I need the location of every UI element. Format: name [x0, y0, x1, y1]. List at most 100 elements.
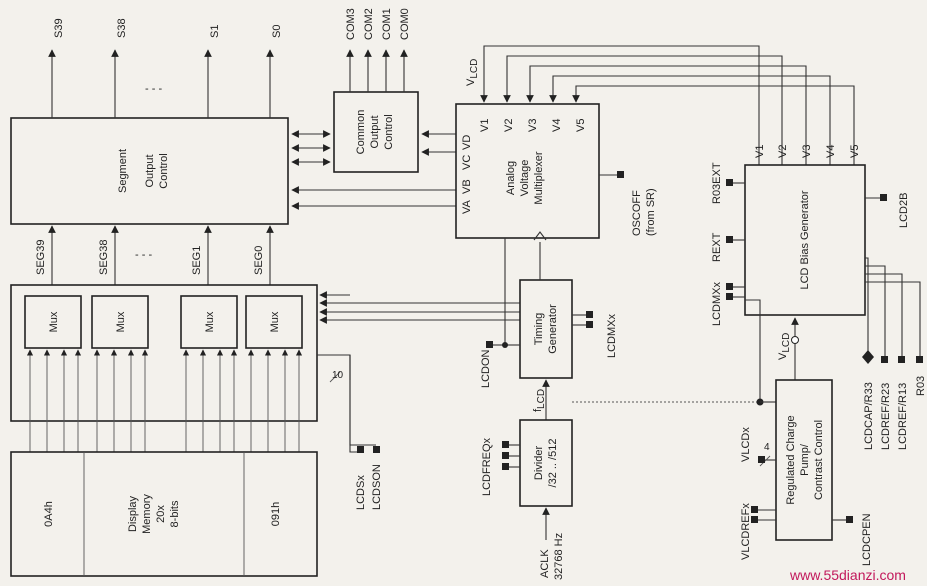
lcd-bias-generator-block: LCD Bias Generator V1 V2 V3 V4 V5 [744, 145, 866, 316]
v5-label: V5 [575, 119, 587, 132]
lcd2b-input: LCD2B [865, 193, 910, 228]
lcdsx-label: LCDSx [355, 475, 367, 510]
bias-v3-label: V3 [801, 145, 813, 158]
display-memory-label-3: 20x [155, 505, 167, 523]
s1-label: S1 [209, 25, 221, 38]
mux-38-label: Mux [115, 311, 127, 332]
r03ext-label: R03EXT [711, 162, 723, 204]
bias-to-mux-lines: VLCD [465, 45, 855, 165]
segment-ellipsis-top: - - - [145, 83, 162, 95]
aclk-frequency-label: 32768 Hz [553, 533, 565, 580]
oscoff-label: OSCOFF [631, 190, 643, 236]
common-output-control-label-2: Output [369, 115, 381, 148]
lcdref13-label: LCDREF/R13 [897, 383, 909, 450]
divider-block: Divider /32 .. /512 LCDFREQx ACLK 32768 … [481, 419, 573, 580]
com1-label: COM1 [381, 8, 393, 40]
lcdson-label: LCDSON [371, 464, 383, 510]
oscoff-input: OSCOFF (from SR) [599, 171, 657, 236]
com-outputs: COM3 COM2 COM1 COM0 [345, 8, 411, 92]
memory-right-address: 091h [270, 502, 282, 526]
vlcdx-label: VLCDx [740, 427, 752, 462]
charge-pump-block: Regulated Charge Pump/ Contrast Control [775, 379, 833, 541]
com0-label: COM0 [399, 8, 411, 40]
watermark-text: www.55dianzi.com [789, 567, 906, 583]
mux-0-label: Mux [269, 311, 281, 332]
seg38-label: SEG38 [98, 240, 110, 275]
analog-mux-label-1: Analog [505, 161, 517, 195]
lcdcap-label: LCDCAP/R33 [863, 382, 875, 450]
segment-output-pins: S39 S38 S1 S0 - - - [48, 18, 283, 118]
seg-com-links [291, 130, 456, 210]
mux-38: Mux [91, 295, 149, 349]
s38-label: S38 [116, 18, 128, 38]
seg39-label: SEG39 [35, 240, 47, 275]
charge-pump-label-3: Contrast Control [813, 420, 825, 500]
bias-generator-inputs: R03EXT REXT LCDMXx [711, 162, 745, 326]
bias-generator-reference-pins: LCDCAP/R33 LCDREF/R23 LCDREF/R13 R03 [862, 257, 927, 450]
mux-1-label: Mux [204, 311, 216, 332]
analog-voltage-multiplexer-block: V1 V2 V3 V4 V5 VA VB VC VD Analog Voltag… [455, 103, 600, 241]
segment-output-control-label-1: Segment [117, 149, 129, 193]
charge-pump-inputs: 4 VLCDx VLCDREFx LCDCPEN [740, 427, 873, 566]
vlcd-top-label: VLCD [465, 59, 480, 86]
seg0-label: SEG0 [253, 246, 265, 275]
display-memory-block: 0A4h 091h Display Memory 20x 8-bits [10, 451, 318, 577]
mux-39: Mux [24, 295, 82, 349]
timing-generator-label-2: Generator [547, 304, 559, 354]
lcd2b-label: LCD2B [898, 193, 910, 228]
v4-label: V4 [551, 119, 563, 132]
s39-label: S39 [53, 18, 65, 38]
memory-left-address: 0A4h [43, 501, 55, 527]
vc-label: VC [461, 155, 473, 170]
lcdref23-label: LCDREF/R23 [880, 383, 892, 450]
segment-ellipsis-mid: - - - [135, 249, 152, 261]
mux-array-block: Mux Mux Mux Mux [10, 284, 318, 422]
oscoff-source-label: (from SR) [645, 188, 657, 236]
control-bus: 10 LCDSx LCDSON [317, 291, 520, 510]
flcd-label: fLCD [532, 389, 547, 412]
common-output-control-block: Common Output Control [333, 91, 419, 173]
rext-label: REXT [711, 232, 723, 262]
flcd-signal: fLCD [532, 379, 760, 420]
vlcdrefx-label: VLCDREFx [740, 503, 752, 560]
display-memory-label-2: Memory [141, 494, 153, 534]
aclk-label: ACLK [539, 549, 551, 578]
divider-label-1: Divider [533, 446, 545, 481]
bus-width-label: 10 [332, 370, 344, 381]
common-output-control-label-1: Common [355, 110, 367, 155]
mux-39-label: Mux [48, 311, 60, 332]
lcdon-label: LCDON [480, 349, 492, 388]
display-memory-label-1: Display [127, 495, 139, 532]
bias-v5-label: V5 [849, 145, 861, 158]
s0-label: S0 [271, 25, 283, 38]
lcdmxx-bias-label: LCDMXx [711, 281, 723, 326]
mux-0: Mux [245, 295, 303, 349]
analog-mux-label-3: Multiplexer [533, 151, 545, 205]
com2-label: COM2 [363, 8, 375, 40]
v1-label: V1 [479, 119, 491, 132]
seg1-label: SEG1 [191, 246, 203, 275]
bias-v1-label: V1 [754, 145, 766, 158]
charge-pump-label-2: Pump/ [799, 443, 811, 476]
vlcd-bias-label: VLCD [777, 333, 792, 360]
v2-label: V2 [503, 119, 515, 132]
segment-output-control-label-3: Control [158, 153, 170, 188]
v3-label: V3 [527, 119, 539, 132]
vd-label: VD [461, 135, 473, 150]
bias-v2-label: V2 [777, 145, 789, 158]
lcdmxx-timing-label: LCDMXx [606, 313, 618, 358]
seg-lines: SEG39 SEG38 SEG1 SEG0 - - - [35, 225, 274, 285]
timing-generator-label-1: Timing [533, 313, 545, 346]
common-output-control-label-3: Control [383, 114, 395, 149]
bias-v4-label: V4 [825, 145, 837, 158]
lcdcpen-label: LCDCPEN [861, 513, 873, 566]
segment-output-control-block: Segment Output Control [10, 117, 289, 225]
segment-output-control-label-2: Output [144, 154, 156, 187]
timing-generator-block: Timing Generator LCDON LCDMXx [480, 238, 618, 388]
lcdfreqx-label: LCDFREQx [481, 437, 493, 496]
lcd-bias-generator-label: LCD Bias Generator [799, 190, 811, 289]
memory-bit-lines [26, 349, 303, 452]
display-memory-label-4: 8-bits [169, 500, 181, 527]
com3-label: COM3 [345, 8, 357, 40]
